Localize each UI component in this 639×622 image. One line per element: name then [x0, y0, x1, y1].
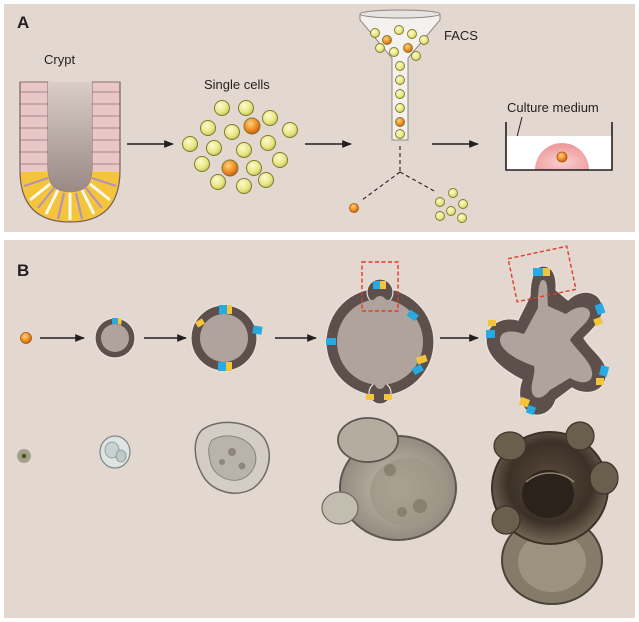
stage5-zoom-frame: [507, 245, 577, 303]
stage3-cyst: [190, 304, 263, 372]
panel-a-letter: A: [17, 13, 29, 32]
culture-dish: [505, 122, 613, 171]
single-cells-cluster: [182, 100, 298, 194]
stage5-organoid: [485, 245, 610, 416]
facs-funnel: [359, 9, 441, 141]
culture-label-pointer: [516, 116, 523, 138]
stage1-stem-cell: [20, 332, 32, 344]
sorted-other-cells: [435, 188, 468, 223]
stage4-budding-cyst: [325, 261, 435, 405]
panel-b-letter: B: [17, 261, 29, 280]
crypt-label: Crypt: [44, 52, 75, 67]
micrograph-two-cell: [99, 435, 131, 469]
micrograph-budding-cyst: [321, 417, 457, 541]
stage4-zoom-frame: [361, 261, 399, 312]
micrograph-small-cyst: [194, 421, 271, 494]
facs-label: FACS: [444, 28, 478, 43]
facs-sort-paths: [361, 146, 437, 201]
single-cells-label: Single cells: [204, 77, 270, 92]
sorted-stem-cell: [349, 203, 359, 213]
micrograph-single-cell: [17, 449, 31, 463]
micrograph-organoid: [491, 421, 619, 605]
micrograph-row: [17, 417, 619, 605]
crypt-illustration: [19, 81, 121, 223]
culture-medium-label: Culture medium: [507, 100, 599, 115]
stage2-small-cyst: [94, 317, 136, 359]
